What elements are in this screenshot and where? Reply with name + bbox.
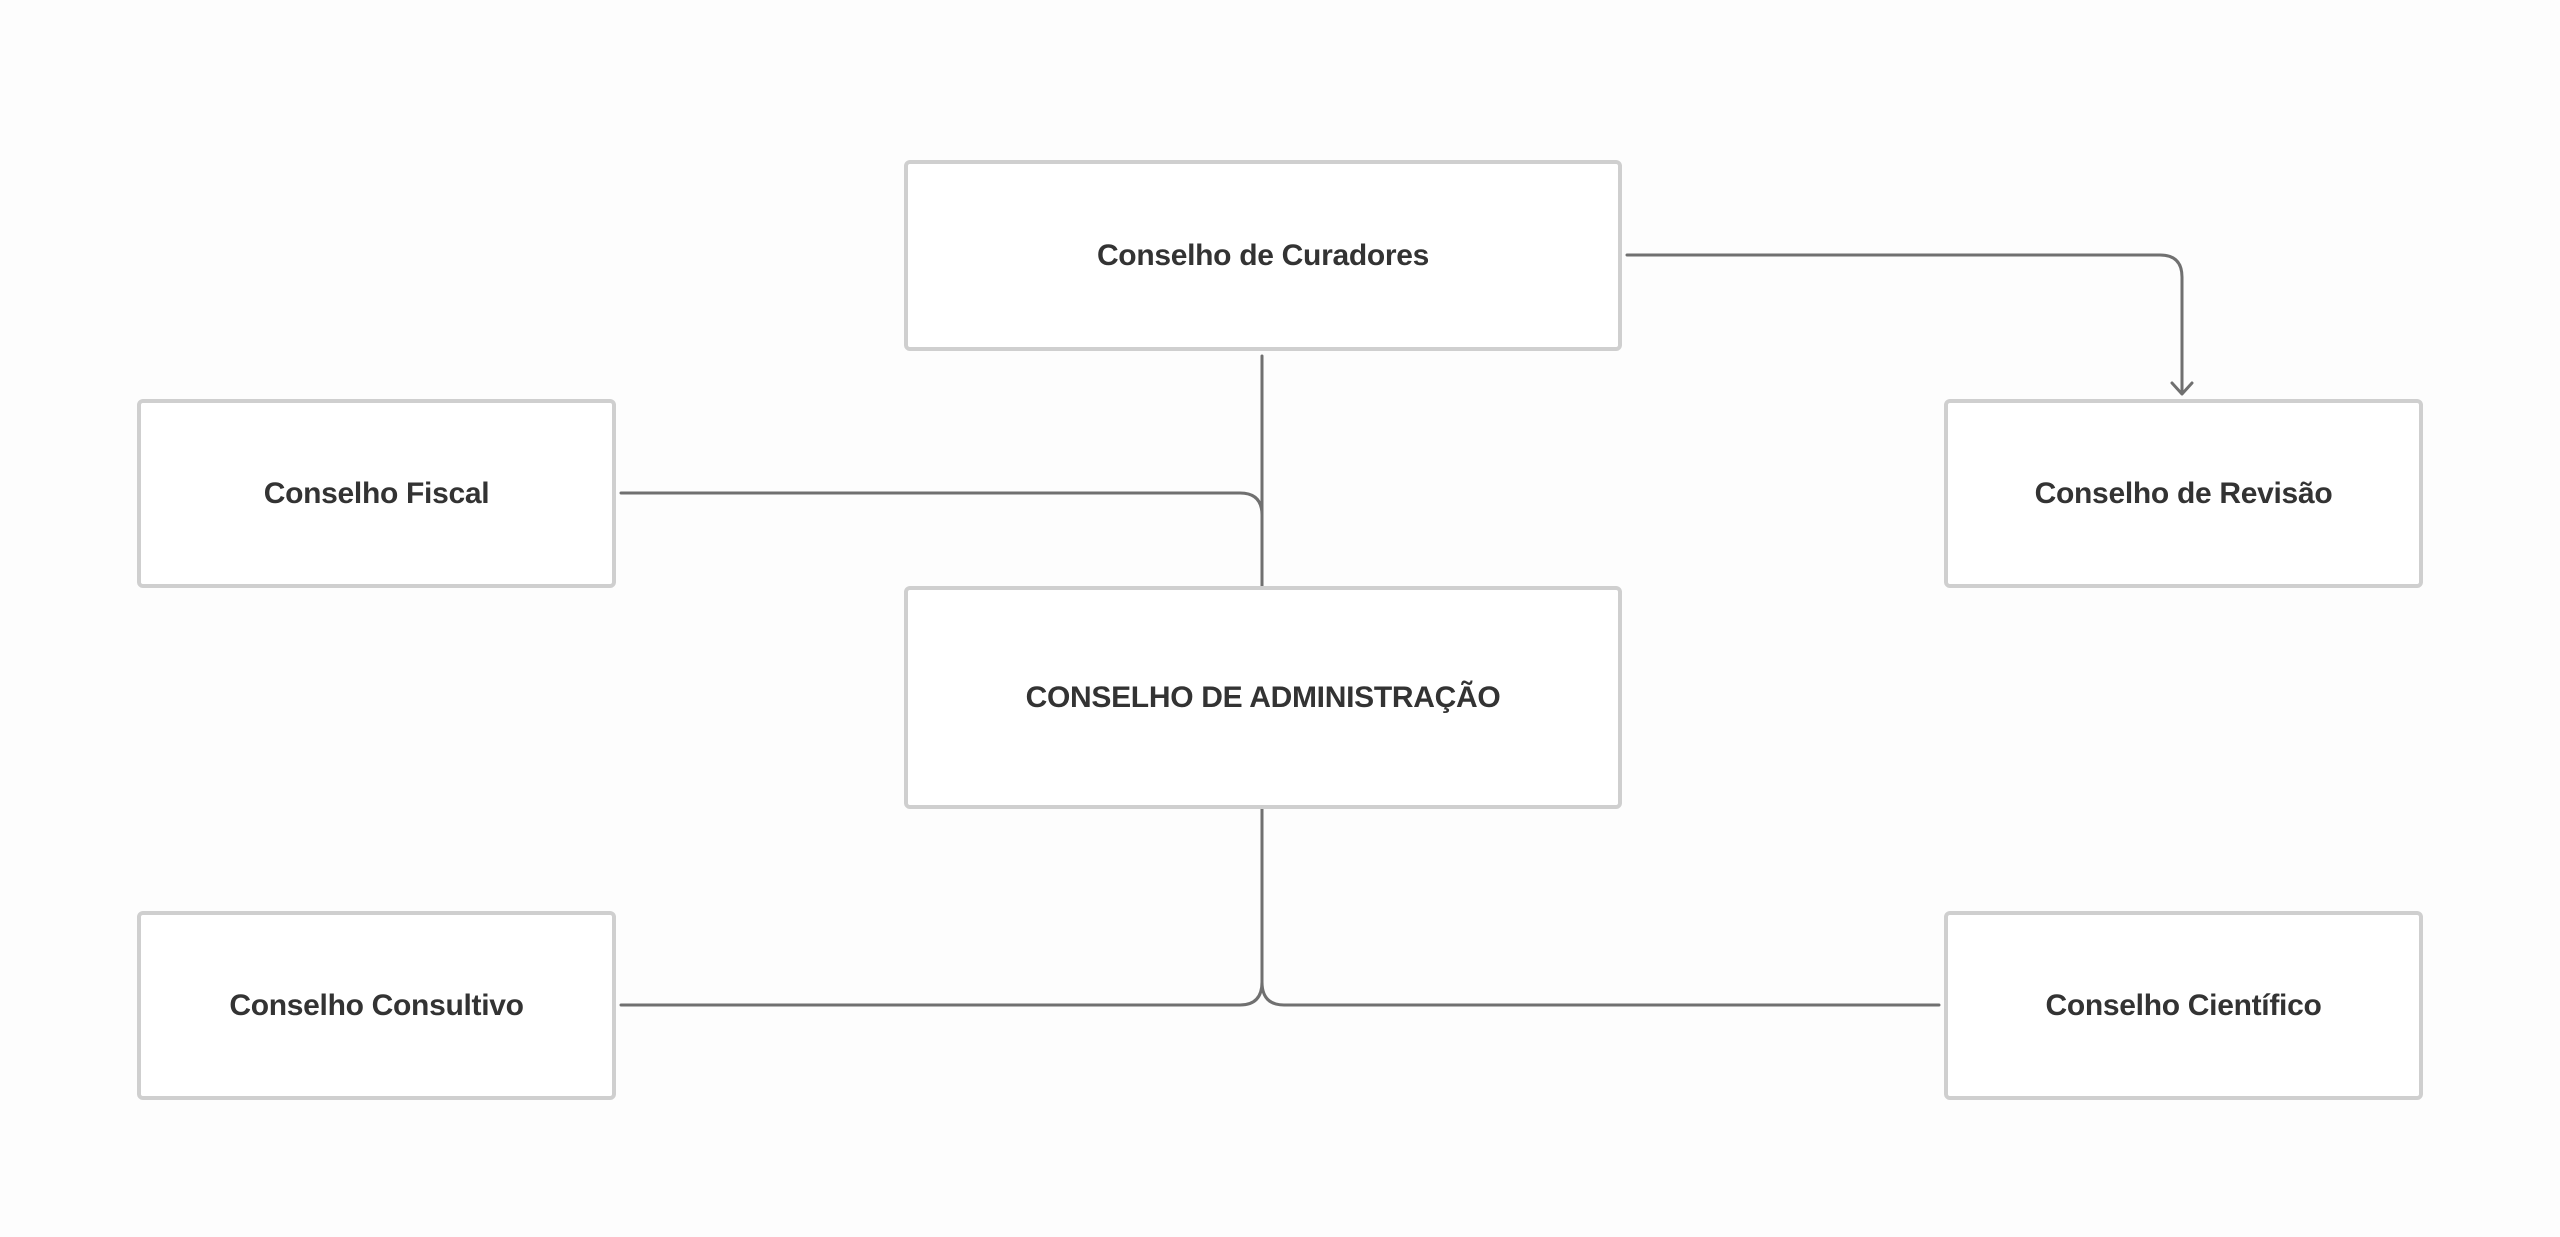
connector-curadores-revisao xyxy=(1625,253,2184,395)
node-label: Conselho de Curadores xyxy=(1096,238,1430,272)
connector-administracao-consultivo xyxy=(619,980,1264,1007)
node-conselho-de-revisao[interactable]: Conselho de Revisão xyxy=(1944,399,2423,588)
connector-fiscal-administracao xyxy=(619,491,1264,517)
node-label: Conselho de Revisão xyxy=(2034,476,2333,510)
node-conselho-de-administracao[interactable]: CONSELHO DE ADMINISTRAÇÃO xyxy=(904,586,1622,809)
node-conselho-consultivo[interactable]: Conselho Consultivo xyxy=(137,911,616,1100)
node-label: CONSELHO DE ADMINISTRAÇÃO xyxy=(1025,680,1501,714)
arrowhead-icon xyxy=(2170,381,2194,396)
node-conselho-cientifico[interactable]: Conselho Científico xyxy=(1944,911,2423,1100)
node-conselho-fiscal[interactable]: Conselho Fiscal xyxy=(137,399,616,588)
node-label: Conselho Fiscal xyxy=(263,476,490,510)
node-label: Conselho Científico xyxy=(2045,988,2322,1022)
connector-administracao-cientifico xyxy=(1260,980,1941,1007)
node-conselho-de-curadores[interactable]: Conselho de Curadores xyxy=(904,160,1622,351)
node-label: Conselho Consultivo xyxy=(229,988,524,1022)
